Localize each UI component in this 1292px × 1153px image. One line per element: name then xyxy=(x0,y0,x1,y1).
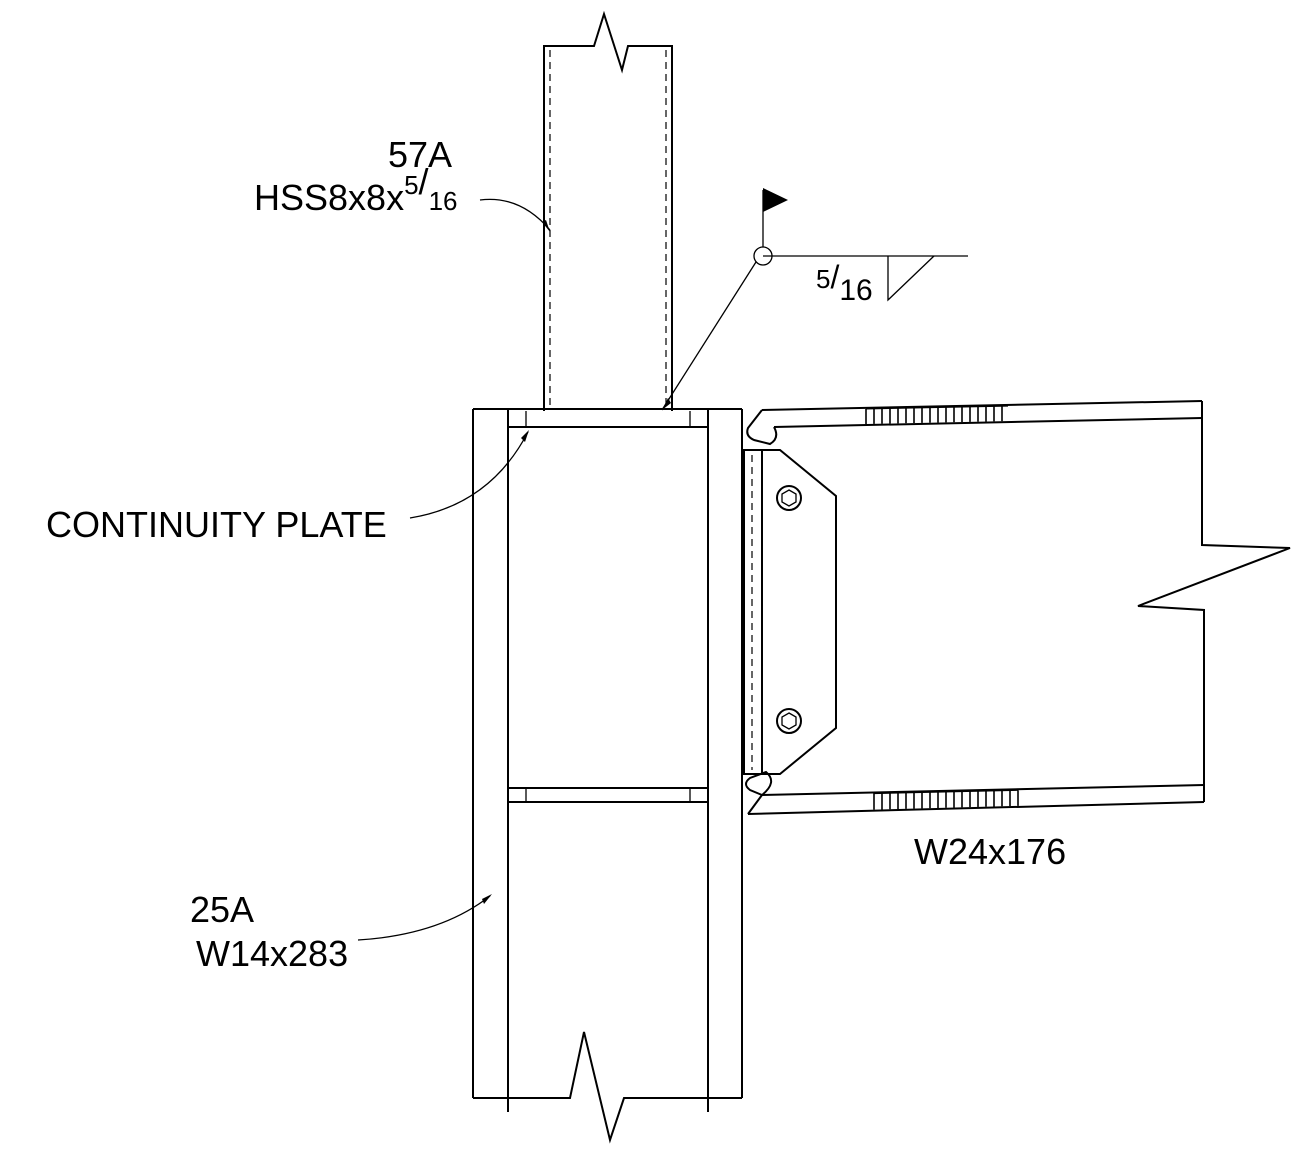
w14-column-size: W14x283 xyxy=(196,933,348,974)
bolt-top-icon xyxy=(776,485,802,511)
continuity-plate-bottom xyxy=(508,787,708,803)
w14-column-mark: 25A xyxy=(190,889,254,930)
field-weld-flag-icon xyxy=(763,188,788,212)
w14-column xyxy=(472,408,743,1144)
flange-weld-hatch-top xyxy=(865,405,1009,425)
leader-hss xyxy=(479,198,551,232)
weld-hatch-edge xyxy=(873,789,1019,795)
weld-hatch-edge xyxy=(865,405,1009,410)
w24-beam xyxy=(745,400,1291,815)
leader-continuity-plate xyxy=(409,430,529,519)
shear-plate xyxy=(743,449,837,775)
leader-w14 xyxy=(357,894,492,941)
bolt-bottom-icon xyxy=(776,708,802,734)
hss-column xyxy=(543,10,673,411)
beam-size: W24x176 xyxy=(914,831,1066,872)
hss-column-size: HSS8x8x5/16 xyxy=(254,161,457,218)
continuity-plate-top xyxy=(508,411,708,428)
weld-size: 5/16 xyxy=(816,259,873,307)
continuity-plate-label: CONTINUITY PLATE xyxy=(46,504,387,545)
hss-column-mark: 57A xyxy=(388,134,452,175)
weld-symbol xyxy=(661,188,968,411)
flange-weld-hatch-bottom xyxy=(873,789,1019,810)
